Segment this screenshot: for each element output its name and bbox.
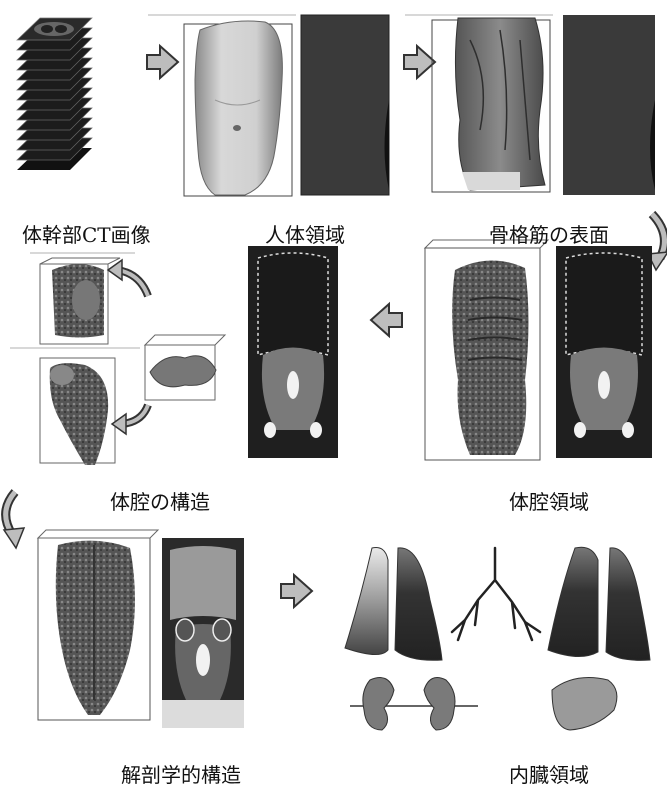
curved-arrow-down-left-icon	[4, 492, 24, 548]
lung-left-organ	[345, 548, 388, 655]
label-anatomical-structure: 解剖学的構造	[121, 763, 241, 787]
cavity-region-slice-2	[556, 246, 652, 458]
muscle-surface-slice	[563, 15, 655, 195]
muscle-surface-3d-view	[405, 15, 553, 192]
body-region-3d-view	[148, 15, 296, 196]
label-body-region: 人体領域	[265, 223, 345, 247]
bronchial-tree-organ	[452, 548, 540, 640]
label-ct-images: 体幹部CT画像	[22, 223, 151, 247]
cavity-region-slice-1	[248, 246, 338, 458]
lung-pair-dark-organ	[548, 547, 650, 660]
arrow-right-3-icon	[281, 575, 312, 607]
anatomical-structure-slice	[162, 538, 244, 728]
kidneys-organ	[350, 678, 478, 730]
label-muscle-surface: 骨格筋の表面	[489, 223, 609, 247]
lung-right-organ	[395, 548, 442, 660]
cavity-region-3d-view	[425, 240, 548, 460]
label-cavity-region: 体腔領域	[509, 490, 589, 514]
curved-arrow-down-icon	[112, 405, 148, 434]
cavity-structure-3d-views	[10, 253, 225, 465]
body-region-slice	[301, 15, 389, 195]
arrow-right-2-icon	[404, 46, 435, 78]
arrow-right-1-icon	[147, 46, 178, 78]
liver-organ	[552, 678, 617, 730]
ct-slice-stack	[17, 18, 92, 170]
arrow-left-icon	[371, 304, 402, 336]
label-organ-region: 内臓領域	[509, 763, 589, 787]
anatomical-structure-3d-view	[38, 530, 158, 720]
label-cavity-structure: 体腔の構造	[110, 490, 210, 514]
curved-arrow-up-icon	[108, 260, 148, 296]
